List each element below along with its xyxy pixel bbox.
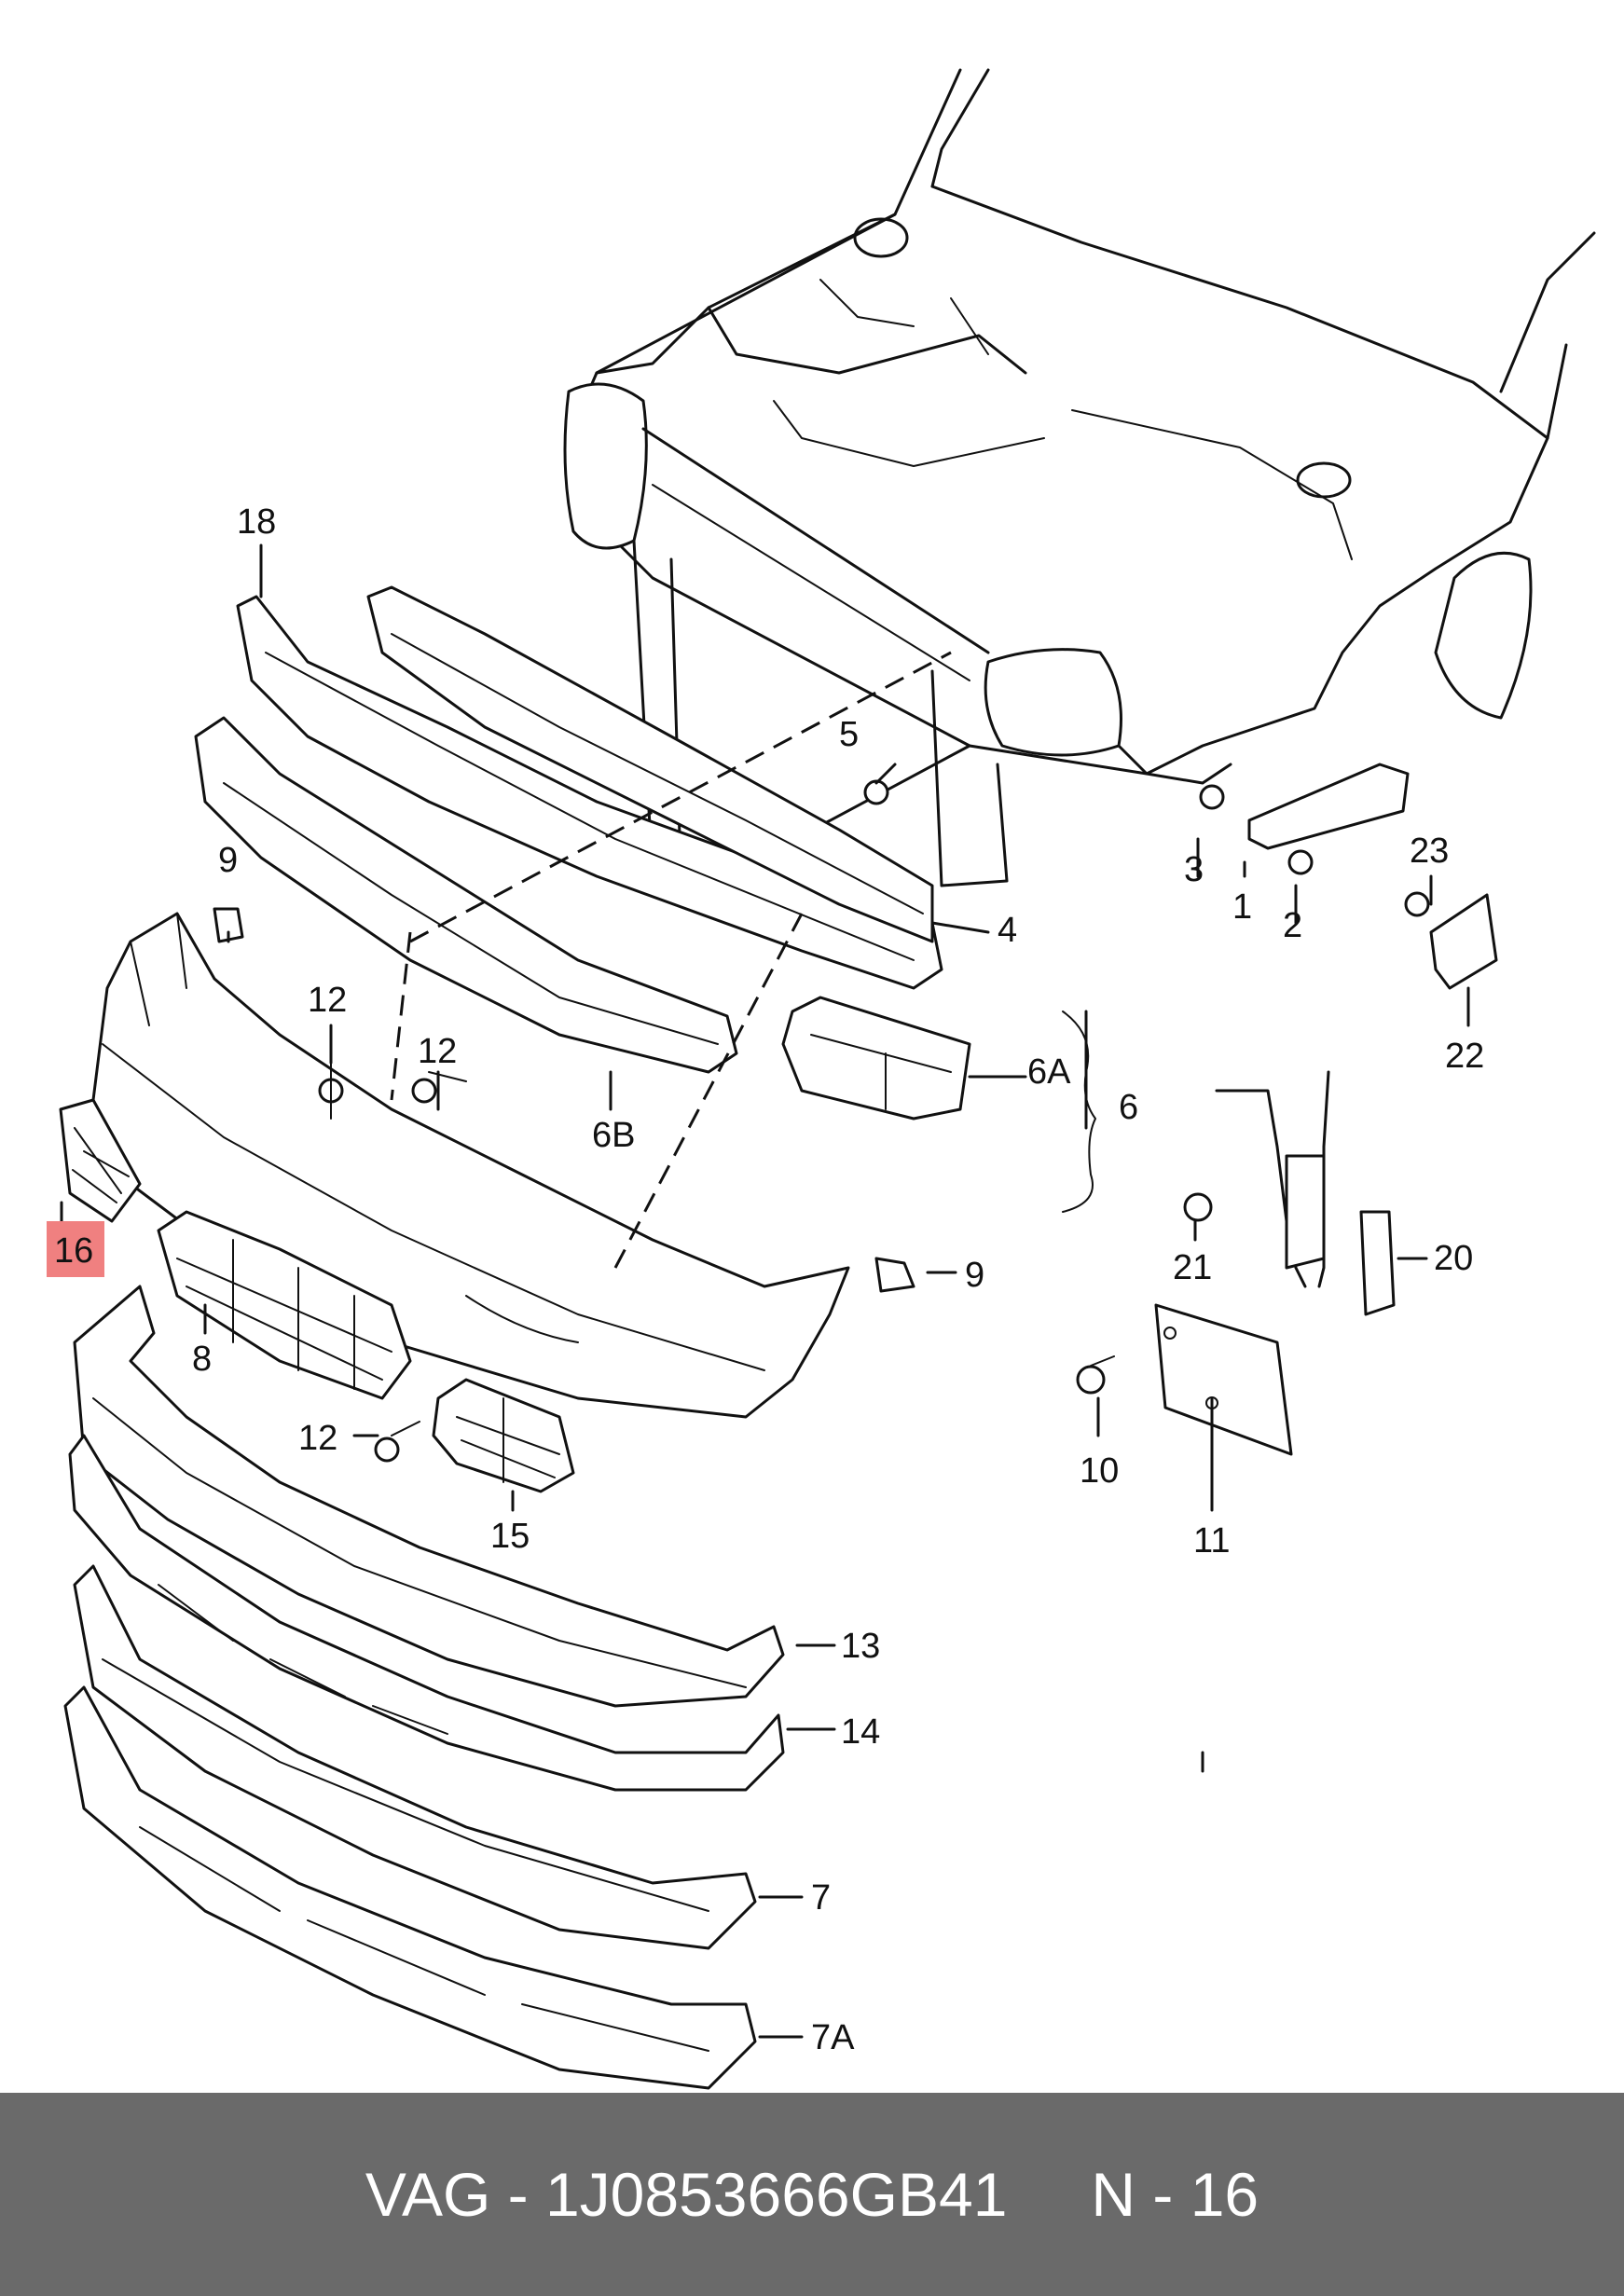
callout-6b: 6B (592, 1116, 635, 1155)
position-text: N - 16 (1091, 2160, 1259, 2229)
part-6a-bracket (781, 996, 971, 1121)
callout-20: 20 (1434, 1239, 1473, 1278)
callout-9a: 9 (218, 841, 238, 880)
part-4-carrier (366, 585, 934, 943)
part-11-plate-holder (1154, 1303, 1293, 1456)
exploded-parts-diagram: 18 5 4 3 1 2 23 22 9 12 12 6B 6A 6 16 21… (47, 68, 1596, 2090)
part-14-spoiler (68, 1434, 785, 1792)
part-15-grille (432, 1378, 575, 1493)
callout-23: 23 (1410, 832, 1449, 871)
part-13-spoiler (73, 1285, 785, 1708)
part-20-bracket (1215, 1070, 1396, 1316)
callout-4: 4 (998, 911, 1017, 950)
callout-16: 16 (54, 1231, 93, 1271)
callout-labels: 18 5 4 3 1 2 23 22 9 12 12 6B 6A 6 16 21… (54, 502, 1484, 2057)
part-7-spoiler (73, 1564, 757, 1950)
callout-7: 7 (811, 1878, 831, 1918)
callout-6: 6 (1119, 1088, 1138, 1127)
callout-13: 13 (841, 1627, 880, 1666)
callout-22: 22 (1445, 1037, 1484, 1076)
part-8-grille (157, 1210, 412, 1400)
part-9-clips (213, 907, 915, 1293)
fasteners (318, 779, 1430, 1463)
callout-7a: 7A (811, 2018, 855, 2057)
callout-12a: 12 (308, 981, 347, 1020)
part-1-bracket (1247, 763, 1410, 850)
callout-12c: 12 (298, 1419, 337, 1458)
callout-9b: 9 (965, 1256, 984, 1295)
callout-8: 8 (192, 1340, 212, 1379)
callout-21: 21 (1173, 1248, 1212, 1287)
part-number-text: VAG - 1J0853666GB41 (365, 2160, 1008, 2229)
callout-18: 18 (237, 502, 276, 542)
car-body-illustration (563, 68, 1596, 887)
part-18-impact-bar (236, 595, 943, 990)
part-6b-bracket (194, 716, 738, 1074)
callout-10: 10 (1080, 1451, 1119, 1491)
leader-lines (60, 543, 1470, 2039)
callout-6a: 6A (1027, 1052, 1071, 1092)
callout-3: 3 (1184, 850, 1204, 889)
callout-14: 14 (841, 1712, 880, 1752)
callout-15: 15 (490, 1517, 530, 1556)
callout-1: 1 (1232, 887, 1252, 927)
part-16-grille (59, 1098, 142, 1223)
part-7a-spoiler (63, 1685, 757, 2090)
part-22-bracket (1429, 893, 1498, 990)
callout-5: 5 (839, 715, 859, 754)
callout-2: 2 (1283, 906, 1302, 945)
callout-11: 11 (1193, 1521, 1230, 1560)
part-number-footer: VAG - 1J0853666GB41 N - 16 (0, 2093, 1624, 2296)
callout-12b: 12 (418, 1032, 457, 1071)
highlight-box (47, 1221, 104, 1277)
